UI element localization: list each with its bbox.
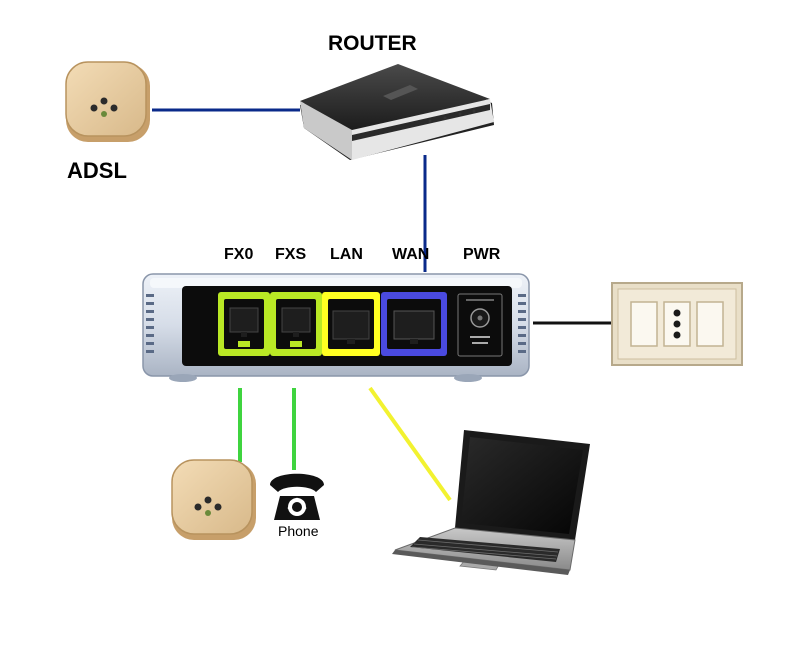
phone-wall-socket-icon	[171, 459, 256, 540]
phone-label: Phone	[278, 523, 319, 539]
router-icon	[300, 64, 494, 160]
power-jack	[457, 293, 503, 357]
fxo-port	[218, 292, 270, 356]
laptop-icon	[392, 430, 590, 575]
port-label-lan: LAN	[330, 246, 363, 263]
lan-cable	[368, 386, 452, 502]
port-label-wan: WAN	[392, 246, 429, 263]
adsl-label: ADSL	[67, 158, 127, 183]
lan-port	[322, 292, 380, 356]
wan-port	[381, 292, 447, 356]
telephone-icon	[270, 473, 324, 520]
port-label-fxs: FXS	[275, 246, 306, 263]
port-label-fxo: FX0	[224, 246, 253, 263]
power-wall-outlet-icon	[611, 282, 743, 366]
port-label-pwr: PWR	[463, 246, 501, 263]
adsl-wall-socket-icon	[65, 61, 150, 142]
fxs-port	[270, 292, 322, 356]
router-label: ROUTER	[328, 32, 417, 55]
